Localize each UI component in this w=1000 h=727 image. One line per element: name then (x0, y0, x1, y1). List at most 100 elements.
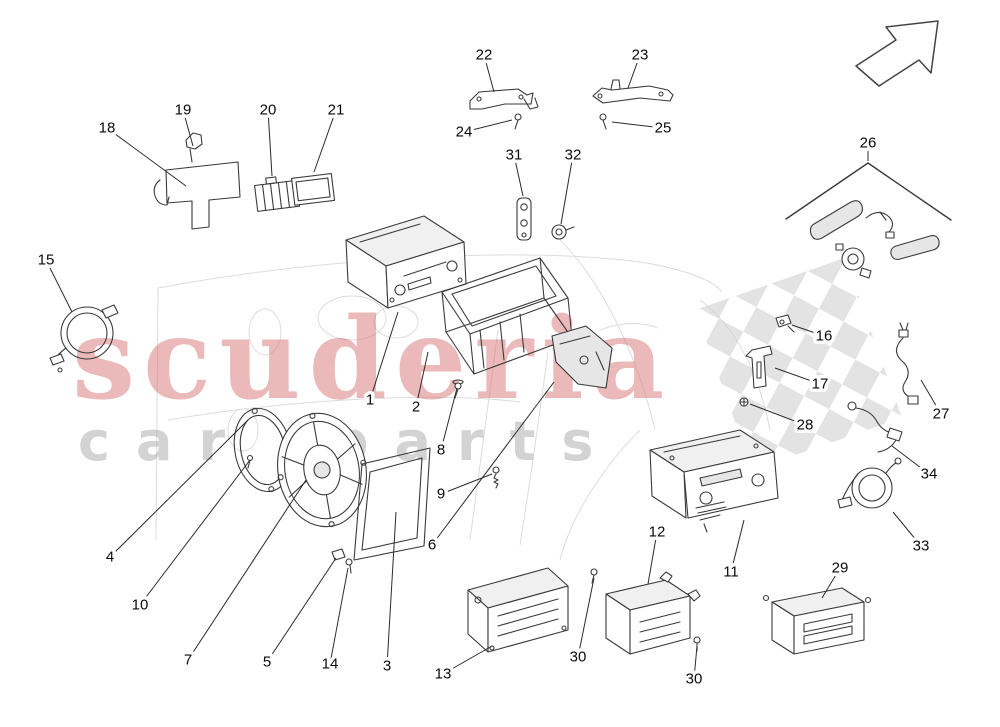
leader-line (647, 531, 658, 585)
callout-number: 28 (797, 417, 814, 434)
part-7-speaker (277, 412, 367, 528)
leader-line (920, 379, 942, 415)
part-13-amplifier (467, 567, 569, 653)
callout-number: 29 (832, 560, 849, 577)
callout-number: 2 (412, 399, 420, 416)
callout-number: 16 (816, 328, 833, 345)
callout-number: 20 (260, 102, 277, 119)
part-11-head-unit (649, 429, 779, 533)
callout-20: 20 (256, 98, 280, 177)
callout-number: 21 (328, 102, 345, 119)
leader-line (267, 109, 273, 177)
leader-line (463, 119, 513, 133)
callout-number: 1 (366, 392, 374, 409)
callout-22: 22 (472, 43, 496, 93)
callout-29: 29 (821, 556, 852, 599)
callout-30: 30 (566, 577, 595, 669)
callout-34: 34 (891, 445, 941, 486)
callout-14: 14 (318, 567, 349, 676)
callout-5: 5 (259, 557, 337, 674)
callout-23: 23 (627, 43, 652, 89)
leader-line (513, 154, 524, 197)
callout-31: 31 (502, 143, 526, 197)
callout-number: 7 (184, 652, 192, 669)
callout-6: 6 (424, 381, 555, 557)
callout-18: 18 (95, 116, 187, 187)
callout-number: 17 (812, 376, 829, 393)
callout-number: 25 (655, 120, 672, 137)
callout-17: 17 (774, 367, 832, 396)
part-30-screw-a (590, 568, 598, 584)
part-25-screw (599, 113, 607, 130)
callout-number: 26 (860, 135, 877, 152)
callout-15: 15 (34, 248, 73, 313)
callout-11: 11 (720, 519, 745, 584)
callout-number: 23 (632, 47, 649, 64)
callout-4: 4 (102, 419, 249, 569)
part-3-trim-panel (353, 447, 431, 561)
callout-number: 6 (428, 537, 436, 554)
leader-line (892, 511, 922, 547)
callout-number: 19 (175, 102, 192, 119)
part-8-screw (452, 379, 464, 399)
part-12-control-module (605, 571, 701, 655)
callout-19: 19 (171, 98, 195, 147)
leader-line (577, 577, 595, 658)
leader-line (891, 445, 930, 475)
callout-24: 24 (452, 119, 513, 144)
leader-line (386, 511, 397, 667)
callout-number: 14 (322, 656, 339, 673)
callout-25: 25 (611, 116, 675, 140)
leader-line (440, 387, 458, 451)
leader-line (730, 519, 745, 573)
callout-1: 1 (362, 311, 399, 412)
watermark: scuderia car parts (72, 258, 902, 473)
callout-number: 4 (106, 549, 114, 566)
callout-9: 9 (433, 473, 493, 506)
part-9-screw (492, 466, 500, 489)
part-14-screw (345, 558, 353, 574)
leader-line (415, 351, 429, 408)
callout-7: 7 (180, 479, 307, 672)
leader-line (749, 403, 806, 426)
part-10-screw (246, 454, 254, 469)
callout-number: 12 (649, 524, 666, 541)
part-17-bracket (745, 345, 773, 389)
callout-number: 32 (565, 147, 582, 164)
callout-number: 22 (476, 47, 493, 64)
leader-line (791, 324, 825, 337)
leader-line (182, 109, 194, 147)
callout-number: 27 (933, 406, 950, 423)
part-20-module (254, 176, 300, 212)
leader-line (431, 381, 555, 546)
callout-number: 15 (38, 252, 55, 269)
callout-number: 24 (456, 124, 473, 141)
callout-3: 3 (379, 511, 397, 678)
callout-number: 8 (437, 442, 445, 459)
callout-2: 2 (408, 351, 429, 419)
callout-26: 26 (856, 131, 880, 161)
callout-number: 3 (383, 658, 391, 675)
callout-number: 10 (132, 597, 149, 614)
checker-flag-watermark (695, 258, 902, 470)
part-22-rail (469, 88, 539, 110)
direction-arrow-icon (855, 20, 939, 87)
part-34-antenna-cable (847, 401, 903, 453)
leader-line (45, 259, 73, 313)
callout-number: 33 (913, 538, 930, 555)
leader-line (109, 419, 249, 558)
part-33-cable-coil (837, 457, 902, 509)
leader-line (139, 459, 251, 606)
callout-28: 28 (749, 403, 817, 437)
callout-number: 13 (435, 666, 452, 683)
leader-line (313, 109, 337, 173)
callout-number: 11 (723, 564, 739, 581)
part-6-side-bracket (551, 325, 613, 389)
callout-33: 33 (892, 511, 933, 558)
leader-line (774, 367, 821, 385)
part-18-bracket (153, 132, 241, 230)
leader-line (821, 567, 841, 599)
part-29-module (762, 587, 872, 655)
part-21-module (291, 172, 336, 206)
leader-line (442, 645, 493, 675)
